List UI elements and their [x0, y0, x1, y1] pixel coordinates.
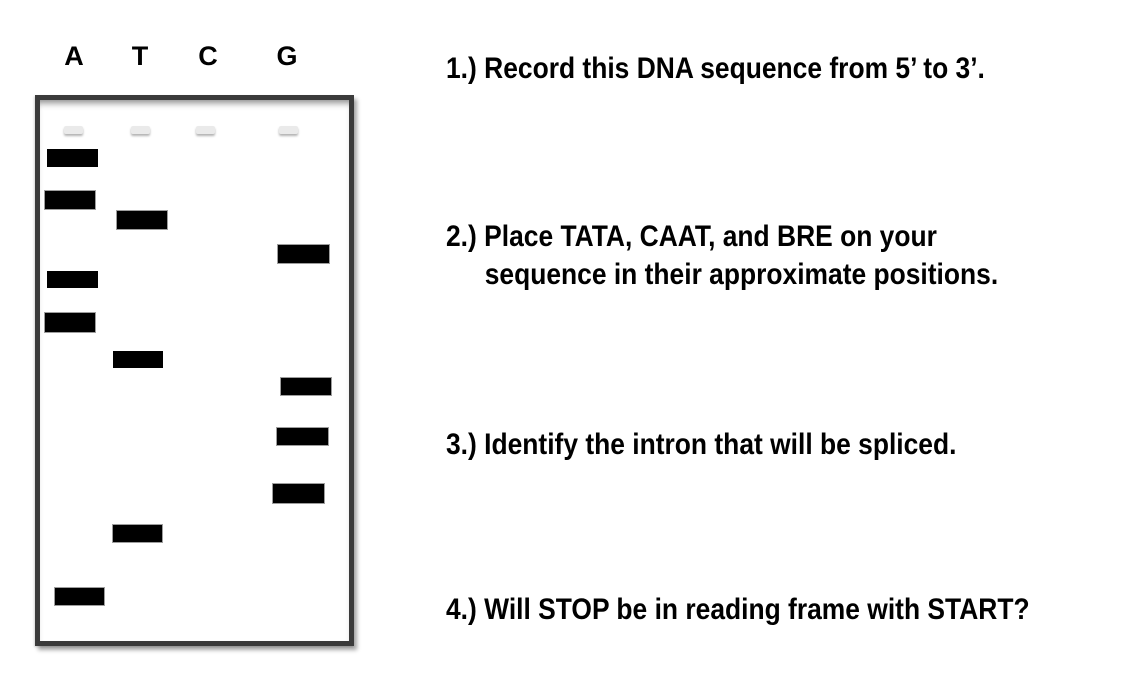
- lane-label-C: C: [198, 41, 218, 71]
- gel-band-T-11: [113, 525, 162, 542]
- gel-band-G-10: [273, 484, 324, 503]
- gel-band-G-9: [277, 428, 328, 445]
- gel-band-T-3: [117, 211, 167, 229]
- lane-label-G: G: [276, 41, 298, 71]
- gel-well-C: [196, 126, 215, 134]
- question-3: 3.) Identify the intron that will be spl…: [446, 426, 956, 464]
- gel-band-G-4: [278, 245, 329, 263]
- gel-well-G: [279, 126, 298, 134]
- question-4: 4.) Will STOP be in reading frame with S…: [446, 591, 1030, 629]
- gel-band-G-8: [281, 378, 331, 395]
- gel-well-T: [131, 126, 150, 134]
- gel-well-A: [64, 126, 83, 134]
- question-1-line-1: 1.) Record this DNA sequence from 5’ to …: [446, 52, 985, 85]
- gel-band-A-1: [47, 149, 98, 167]
- gel-band-T-7: [113, 351, 163, 368]
- lane-label-T: T: [131, 41, 149, 71]
- gel-band-A-2: [45, 191, 95, 209]
- gel-band-A-6: [45, 313, 95, 332]
- question-3-line-1: 3.) Identify the intron that will be spl…: [446, 428, 957, 461]
- question-2: 2.) Place TATA, CAAT, and BRE on your seq…: [446, 218, 998, 294]
- lane-label-A: A: [64, 41, 84, 71]
- question-2-line-2: sequence in their approximate positions.: [484, 258, 999, 291]
- gel-band-A-5: [47, 271, 98, 288]
- gel-band-A-12: [55, 588, 104, 605]
- question-1: 1.) Record this DNA sequence from 5’ to …: [446, 50, 985, 88]
- gel-box: [35, 95, 354, 646]
- question-4-line-1: 4.) Will STOP be in reading frame with S…: [446, 593, 1030, 626]
- question-2-line-1: 2.) Place TATA, CAAT, and BRE on your: [446, 220, 937, 253]
